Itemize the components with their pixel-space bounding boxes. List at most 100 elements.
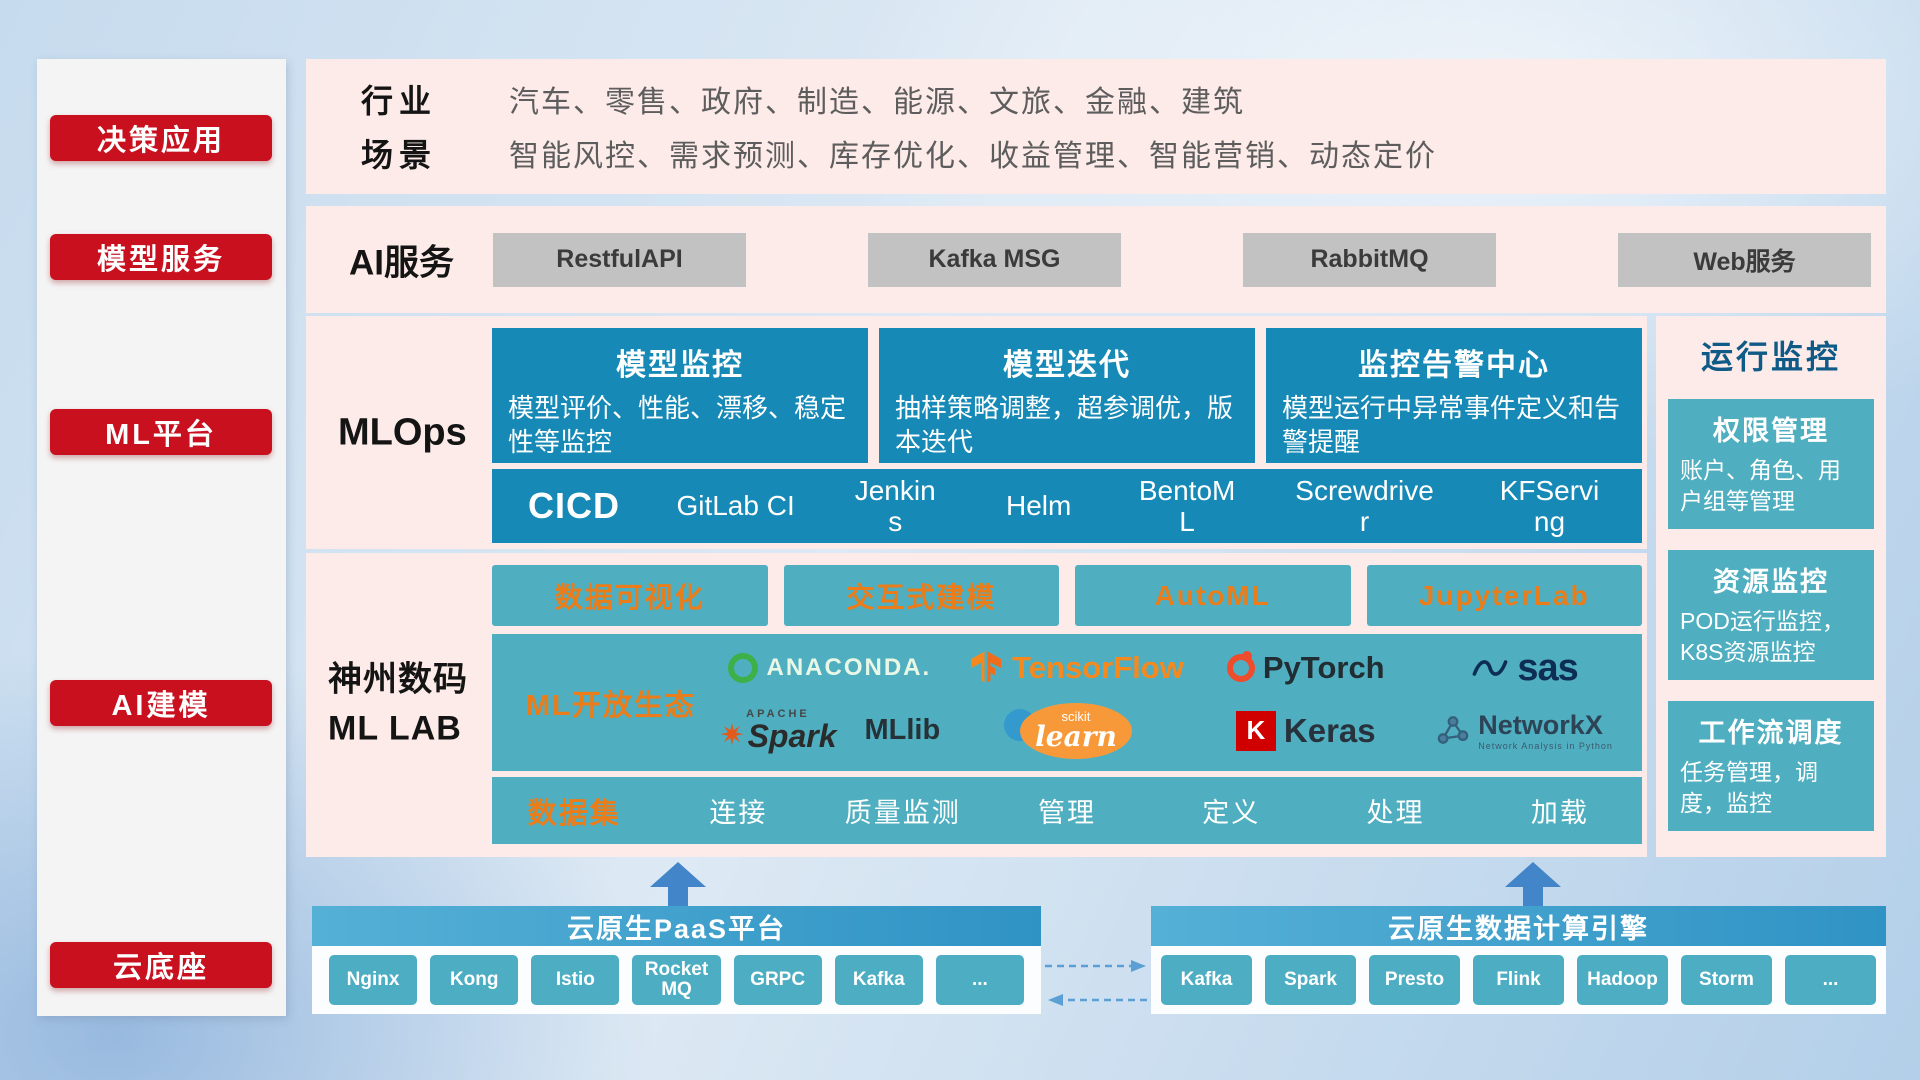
keras-icon: K <box>1235 710 1276 751</box>
engine-item-spark: Spark <box>1265 955 1356 1005</box>
scene-list: 智能风控、需求预测、库存优化、收益管理、智能营销、动态定价 <box>509 140 1437 173</box>
spark-star-icon: ✷ <box>719 719 745 752</box>
arrow-head <box>650 862 706 887</box>
pytorch-logo: PyTorch <box>1226 650 1385 686</box>
spark-wordmark-block: APACHE ✷ Spark <box>719 708 837 754</box>
tool-data-visualization: 数据可视化 <box>492 565 768 626</box>
pytorch-flame-dot <box>1241 651 1252 661</box>
anaconda-icon <box>728 653 759 683</box>
card-title: 权限管理 <box>1713 416 1829 446</box>
runtime-monitor-title: 运行监控 <box>1700 339 1841 375</box>
left-sidebar: 决策应用 模型服务 ML平台 AI建模 云底座 <box>37 59 286 1016</box>
arrow-stem <box>668 887 688 906</box>
engine-item-presto: Presto <box>1369 955 1460 1005</box>
service-rabbitmq: RabbitMQ <box>1243 232 1496 287</box>
arrow-head <box>1505 862 1561 887</box>
ml-lab-tools: 数据可视化 交互式建模 AutoML JupyterLab <box>492 565 1642 626</box>
tensorflow-wordmark: TensorFlow <box>1012 650 1184 685</box>
industry-label: 行业 <box>361 83 438 119</box>
paas-components-strip: Nginx Kong Istio RocketMQ GRPC Kafka ... <box>312 946 1041 1014</box>
industry-list: 汽车、零售、政府、制造、能源、文旅、金融、建筑 <box>509 86 1245 119</box>
card-desc: POD运行监控，K8S资源监控 <box>1680 608 1845 666</box>
sklearn-learn-text: learn <box>1035 720 1117 753</box>
ml-lab-label-line1: 神州数码 <box>328 660 468 699</box>
paas-item-rocketmq: RocketMQ <box>632 955 721 1005</box>
spark-mllib-logo: APACHE ✷ Spark MLlib <box>719 708 941 754</box>
dataset-item-process: 处理 <box>1366 798 1425 828</box>
mllib-wordmark: MLlib <box>864 714 941 746</box>
sidebar-item-decision-application: 决策应用 <box>50 115 272 161</box>
ai-service-panel: AI服务 RestfulAPI Kafka MSG RabbitMQ Web服务 <box>306 206 1886 313</box>
keras-wordmark: Keras <box>1283 711 1376 749</box>
anaconda-wordmark: ANACONDA. <box>766 654 932 681</box>
spark-wordmark: Spark <box>747 718 837 754</box>
card-permission-management: 权限管理 账户、角色、用户组等管理 <box>1668 399 1874 530</box>
cicd-tool-helm: Helm <box>1005 490 1072 522</box>
pytorch-icon <box>1226 651 1255 682</box>
data-flow-arrows <box>1045 960 1147 1006</box>
tensorflow-logo: TensorFlow <box>968 650 1184 686</box>
cicd-tool-screwdriver: Screwdriver <box>1295 474 1434 537</box>
sklearn-scikit-text: scikit <box>1061 709 1091 724</box>
ai-service-label: AI服务 <box>349 243 455 282</box>
engine-item-kafka: Kafka <box>1161 955 1252 1005</box>
card-title: 工作流调度 <box>1698 718 1844 749</box>
networkx-logo: NetworkX Network Analysis in Python <box>1436 710 1613 751</box>
sas-logo: sas <box>1471 646 1579 690</box>
card-desc: 账户、角色、用户组等管理 <box>1680 457 1841 515</box>
paas-item-istio: Istio <box>531 955 620 1005</box>
service-web: Web服务 <box>1618 232 1871 287</box>
dataset-item-define: 定义 <box>1202 798 1261 828</box>
apache-label: APACHE <box>746 708 810 720</box>
sas-swoosh-icon <box>1472 660 1508 676</box>
sidebar-item-model-service: 模型服务 <box>50 234 272 280</box>
scikit-learn-logo: scikit learn <box>1003 702 1132 759</box>
networkx-text-block: NetworkX Network Analysis in Python <box>1478 710 1613 751</box>
tool-interactive-modeling: 交互式建模 <box>783 565 1059 626</box>
cicd-bar: CICD GitLab CI Jenkins Helm BentoML Scre… <box>492 469 1642 543</box>
card-desc: 模型评价、性能、漂移、稳定性等监控 <box>508 393 847 457</box>
up-arrow-paas <box>650 862 706 906</box>
tensorflow-icon <box>971 651 1002 683</box>
mlops-panel: MLOps 模型监控 模型评价、性能、漂移、稳定性等监控 模型迭代 抽样策略调整… <box>306 316 1647 549</box>
networkx-wordmark: NetworkX <box>1478 709 1603 740</box>
cicd-label: CICD <box>528 485 620 526</box>
paas-platform-bar: 云原生PaaS平台 <box>312 906 1041 946</box>
paas-item-kong: Kong <box>430 955 519 1005</box>
card-model-iteration: 模型迭代 抽样策略调整，超参调优，版本迭代 <box>879 328 1255 463</box>
engine-item-hadoop: Hadoop <box>1577 955 1668 1005</box>
paas-item-more: ... <box>935 955 1024 1005</box>
card-title: 模型迭代 <box>1003 349 1131 382</box>
dataset-item-quality: 质量监测 <box>844 798 961 828</box>
runtime-monitor-panel: 运行监控 权限管理 账户、角色、用户组等管理 资源监控 POD运行监控，K8S资… <box>1656 316 1886 857</box>
networkx-subtitle: Network Analysis in Python <box>1478 740 1613 751</box>
service-kafka-msg: Kafka MSG <box>868 232 1121 287</box>
card-alert-center: 监控告警中心 模型运行中异常事件定义和告警提醒 <box>1266 328 1642 463</box>
ml-lab-label-line2: ML LAB <box>328 710 462 748</box>
sidebar-item-ai-modeling: AI建模 <box>50 680 272 726</box>
sas-wordmark: sas <box>1517 646 1578 689</box>
cicd-tool-gitlab-ci: GitLab CI <box>676 490 795 522</box>
ml-ecosystem-box: ML开放生态 ANACONDA. TensorFlow PyTorch <box>492 634 1642 771</box>
tool-jupyterlab: JupyterLab <box>1366 565 1642 626</box>
anaconda-logo: ANACONDA. <box>728 653 931 683</box>
card-title: 监控告警中心 <box>1358 349 1550 382</box>
ml-ecosystem-label: ML开放生态 <box>526 689 696 722</box>
card-model-monitoring: 模型监控 模型评价、性能、漂移、稳定性等监控 <box>492 328 868 463</box>
ai-service-buttons: RestfulAPI Kafka MSG RabbitMQ Web服务 <box>493 232 1871 287</box>
networkx-icon <box>1437 716 1469 745</box>
cicd-tool-bentoml: BentoML <box>1138 474 1236 537</box>
mlops-cards: 模型监控 模型评价、性能、漂移、稳定性等监控 模型迭代 抽样策略调整，超参调优，… <box>492 328 1642 463</box>
industry-scene-panel: 行业 汽车、零售、政府、制造、能源、文旅、金融、建筑 场景 智能风控、需求预测、… <box>306 59 1886 194</box>
paas-item-grpc: GRPC <box>733 955 822 1005</box>
service-restfulapi: RestfulAPI <box>493 232 746 287</box>
paas-item-nginx: Nginx <box>329 955 418 1005</box>
sklearn-blob-icon: scikit learn <box>1019 702 1132 759</box>
cicd-tool-jenkins: Jenkins <box>854 474 936 537</box>
tool-automl: AutoML <box>1075 565 1351 626</box>
arrow-stem <box>1523 887 1543 906</box>
card-title: 模型监控 <box>616 349 744 382</box>
paas-item-kafka: Kafka <box>834 955 923 1005</box>
card-desc: 任务管理，调度，监控 <box>1680 759 1818 817</box>
